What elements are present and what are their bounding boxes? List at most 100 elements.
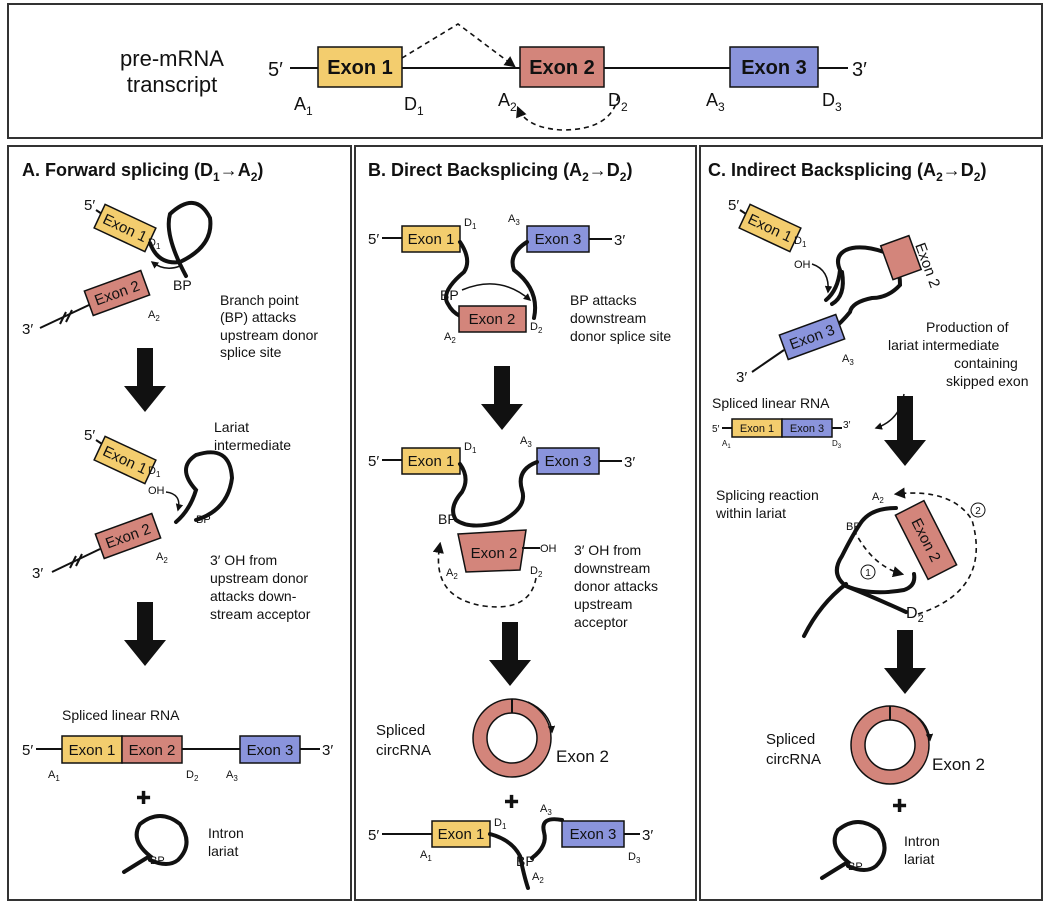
c2-step-1-label: 1 <box>865 568 871 579</box>
a-intron-l2: lariat <box>208 843 238 859</box>
panel-b-frame <box>354 145 697 901</box>
b1-a2: A2 <box>444 331 456 345</box>
a1-a2: A2 <box>148 309 160 323</box>
c-reaction-l2: within lariat <box>715 505 786 521</box>
a-spliced-label: Spliced linear RNA <box>62 707 180 723</box>
a-lariat-bp: BP <box>150 855 165 867</box>
top-panel: pre-mRNA transcript 5′ Exon 1 Exon 2 Exo… <box>7 3 1043 139</box>
c2-a2: A2 <box>872 491 884 505</box>
b3-a2: A2 <box>532 871 544 885</box>
c-step1-l2: lariat intermediate <box>888 337 999 353</box>
top-exon-2-label: Exon 2 <box>529 57 595 79</box>
c-reaction-l1: Splicing reaction <box>716 487 819 503</box>
b2-bp: BP <box>438 511 457 527</box>
b-step2-l1: 3′ OH from <box>574 542 641 558</box>
a-step2-l2: upstream donor <box>210 570 308 586</box>
c2-step-1-badge <box>860 564 876 580</box>
panel-a-frame <box>7 145 352 901</box>
c2-bp: BP <box>846 521 861 533</box>
a2-three-prime: 3′ <box>32 565 43 582</box>
panel-b-title: B. Direct Backsplicing (A2→D2) <box>368 160 632 184</box>
a3-three-prime: 3′ <box>322 742 333 759</box>
c1-oh: OH <box>794 259 811 271</box>
a2-d1: D1 <box>148 465 161 479</box>
b1-five-prime: 5′ <box>368 231 379 248</box>
c-step1-l3: containing <box>954 355 1018 371</box>
top-three-prime: 3′ <box>852 59 867 81</box>
b2-exon-2-label: Exon 2 <box>471 545 518 562</box>
b3-intron-left <box>488 832 530 890</box>
b1-exon-1 <box>401 225 461 253</box>
c-plus: ✚ <box>892 796 907 816</box>
c2-lariat <box>834 506 917 595</box>
c-arrow-1 <box>884 396 926 466</box>
c-small-a1: A1 <box>722 439 731 450</box>
a1-intron <box>148 201 213 278</box>
c1-a3: A3 <box>842 353 854 367</box>
a-step1-l3: upstream donor <box>220 327 318 343</box>
panel-c-title: C. Indirect Backsplicing (A2→D2) <box>708 160 986 184</box>
a-step2-l3: attacks down- <box>210 588 297 604</box>
top-back-dashed-arrow <box>516 95 619 131</box>
b1-exon-2-label: Exon 2 <box>469 311 516 328</box>
b-arrow-2 <box>489 622 531 686</box>
c-intron-l1: Intron <box>904 833 940 849</box>
top-forward-dashed-arrow <box>401 23 516 68</box>
b1-bp: BP <box>440 287 459 303</box>
c2-step-2-label: 2 <box>975 506 981 517</box>
c-circ-l2: circRNA <box>766 751 821 768</box>
panel-c-frame <box>699 145 1043 901</box>
panel-c: C. Indirect Backsplicing (A2→D2) 5′ Exon… <box>699 145 1043 901</box>
top-d1: D1 <box>404 94 424 118</box>
c-step1-l1: Production of <box>926 319 1009 335</box>
a-step2-l4: stream acceptor <box>210 606 311 622</box>
b1-exon-1-label: Exon 1 <box>408 231 455 248</box>
c-small-d3: D3 <box>832 439 842 450</box>
a3-exon-1 <box>61 735 123 764</box>
a-step1-l4: splice site <box>220 344 282 360</box>
a-intron-l1: Intron <box>208 825 244 841</box>
a1-bp: BP <box>173 277 192 293</box>
c-small-five: 5′ <box>712 424 720 435</box>
b2-d1: D1 <box>464 441 477 455</box>
a-step1-l2: (BP) attacks <box>220 309 296 325</box>
a-lariat-l1: Lariat <box>214 419 249 435</box>
a3-exon-3 <box>239 735 301 764</box>
b2-a2: A2 <box>446 567 458 581</box>
b2-exon-3 <box>536 447 600 475</box>
c-spliced-label: Spliced linear RNA <box>712 395 830 411</box>
a-arrow-1 <box>124 348 166 412</box>
a-plus: ✚ <box>136 788 151 808</box>
a3-exon-1-label: Exon 1 <box>69 742 116 759</box>
a2-bp: BP <box>196 514 211 526</box>
a-arrow-2 <box>124 602 166 666</box>
pre-mrna-label: pre-mRNA <box>120 46 224 71</box>
b1-intron-right <box>510 240 537 320</box>
b1-a3: A3 <box>508 213 520 227</box>
c-lariat-bp: BP <box>848 861 863 873</box>
a-intron-lariat <box>122 814 189 874</box>
c1-exon-2 <box>879 234 923 281</box>
b2-intron <box>451 460 539 528</box>
b1-d2: D2 <box>530 321 543 335</box>
b2-three-prime: 3′ <box>624 454 635 471</box>
b2-exon-1 <box>401 447 461 475</box>
b3-exon-1-label: Exon 1 <box>438 826 485 843</box>
c-intron-lariat <box>820 820 887 880</box>
transcript-label: transcript <box>127 72 217 97</box>
top-five-prime: 5′ <box>268 59 283 81</box>
top-a3: A3 <box>706 90 725 114</box>
top-exon-1-label: Exon 1 <box>327 57 393 79</box>
c2-dashed-2 <box>893 487 977 615</box>
b1-exon-3-label: Exon 3 <box>535 231 582 248</box>
top-a1: A1 <box>294 94 313 118</box>
c-arrow-2 <box>884 630 926 694</box>
b-step2-l4: upstream <box>574 596 632 612</box>
b-step1-l1: BP attacks <box>570 292 637 308</box>
c-small-three: 3′ <box>843 420 851 431</box>
c2-step-2-badge <box>970 502 986 518</box>
a2-five-prime: 5′ <box>84 427 95 444</box>
c-circ-l1: Spliced <box>766 731 815 748</box>
a1-five-prime: 5′ <box>84 197 95 214</box>
